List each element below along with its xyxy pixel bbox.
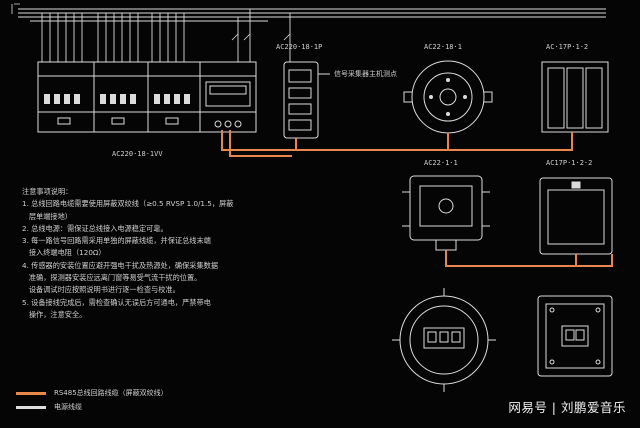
panel-rear: [537, 295, 613, 377]
legend-item: RS485总线回路线缆（屏蔽双绞线）: [16, 386, 168, 400]
note-line: 设备调试时应按照说明书进行逐一检查与校准。: [22, 285, 180, 295]
note-line: 4. 传感器的安装位置应避开强电干扰及热源处，确保采集数据: [22, 260, 219, 270]
din-module-label: AC220·18·1P: [276, 43, 322, 51]
module-rack: [37, 61, 257, 133]
box-sensor: [402, 175, 490, 251]
legend-swatch: [16, 405, 46, 409]
triple-switch: [541, 61, 609, 133]
rail-ticks: [11, 3, 291, 41]
note-line: 3. 每一路信号回路需采用单独的屏蔽线缆，并保证总线末端: [22, 236, 211, 246]
note-line: 准确，探测器安装应远离门窗等易受气流干扰的位置。: [22, 273, 202, 283]
notes-block: 注意事项说明： 1. 总线回路电缆需要使用屏蔽双绞线（≥0.5 RVSP 1.0/…: [22, 186, 322, 321]
module-rack-label: AC220·18·1VV: [112, 150, 163, 158]
note-line: 注意事项说明：: [22, 187, 73, 196]
triple-switch-label: AC·17P·1·2: [546, 43, 588, 51]
note-line: 2. 总线电源：需保证总线接入电源稳定可靠。: [22, 223, 168, 233]
round-sensor-rear: [392, 288, 496, 392]
panel-sensor: [539, 177, 613, 255]
note-line: 操作，注意安全。: [22, 309, 87, 319]
din-module: [283, 61, 330, 139]
legend-text: RS485总线回路线缆（屏蔽双绞线）: [54, 389, 168, 397]
rs485-bus: [221, 130, 613, 267]
rack-feed-wires: [41, 9, 291, 62]
box-sensor-label: AC22·1·1: [424, 159, 458, 167]
din-callout-label: 信号采集器主机测点: [334, 69, 397, 78]
note-line: 1. 总线回路电缆需要使用屏蔽双绞线（≥0.5 RVSP 1.0/1.5，屏蔽: [22, 199, 234, 209]
watermark: 网易号 | 刘鹏爱音乐: [508, 400, 626, 415]
panel-sensor-label: AC17P·1·2·2: [546, 159, 592, 167]
legend-swatch: [16, 391, 46, 395]
legend-item: 电源线缆: [16, 400, 168, 414]
note-line: 层单端接地）: [22, 211, 72, 221]
legend: RS485总线回路线缆（屏蔽双绞线） 电源线缆: [16, 386, 168, 414]
round-sensor-top: [403, 60, 493, 134]
round-sensor-top-label: AC22·18·1: [424, 43, 462, 51]
note-line: 5. 设备接线完成后，需检查确认无误后方可通电，严禁带电: [22, 297, 211, 307]
note-line: 接入终端电阻（120Ω）: [22, 248, 106, 258]
legend-text: 电源线缆: [54, 403, 82, 411]
top-rails: [18, 8, 606, 22]
